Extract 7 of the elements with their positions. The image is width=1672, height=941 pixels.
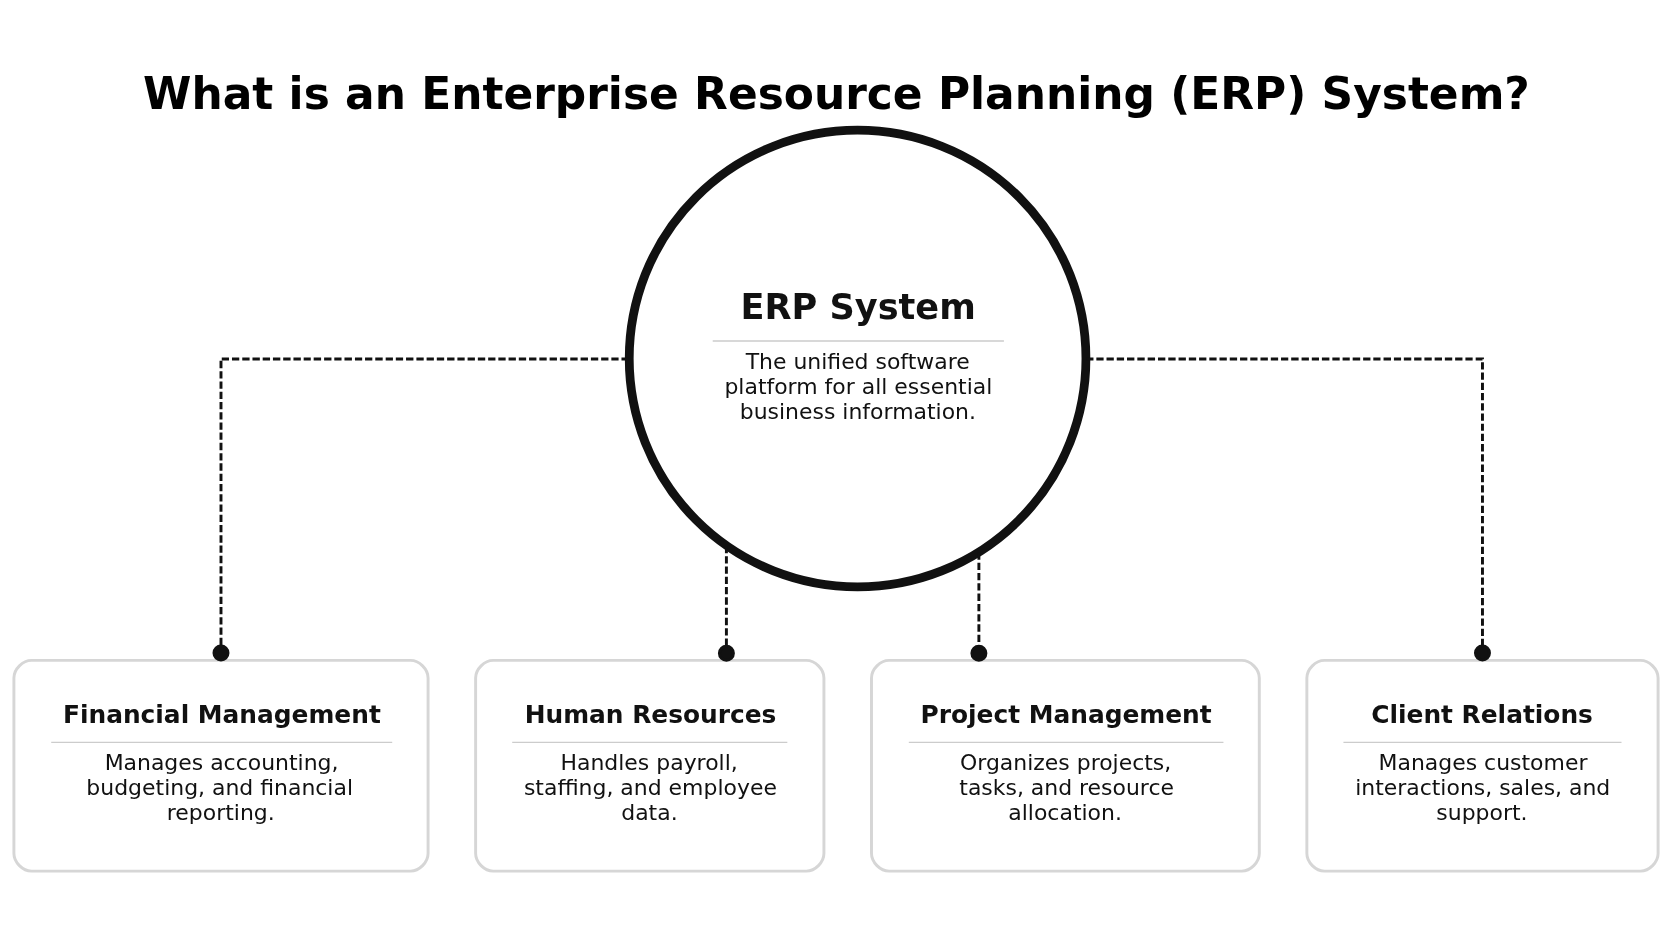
node-box: Project Management Organizes projects, tasks, and resource allocation. xyxy=(870,658,1261,873)
connector xyxy=(717,546,735,662)
node-box: Human Resources Handles payroll, staffing, and employee data. xyxy=(474,658,826,873)
node-circle: ERP System The unified software platform for all essential business information. xyxy=(624,125,1091,592)
node-box: Financial Management Manages accounting, budgeting, and financial reporting. xyxy=(12,658,430,873)
diagram-title: What is an Enterprise Resource Planning (ERP) System? xyxy=(143,68,1530,120)
node-box: Client Relations Manages customer interactions, sales, and support. xyxy=(1305,658,1660,873)
